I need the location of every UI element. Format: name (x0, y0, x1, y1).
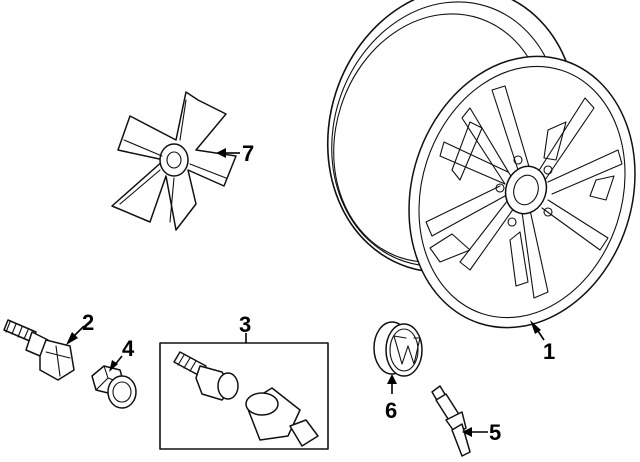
callout-1: 1 (543, 339, 555, 364)
callout-7: 7 (242, 141, 254, 166)
callout-5: 5 (489, 420, 501, 445)
callout-2: 2 (82, 310, 94, 335)
valve-stem-part[interactable] (431, 385, 471, 457)
callout-3: 3 (239, 312, 251, 337)
center-cap-part[interactable] (373, 321, 423, 377)
spoke-cover-part[interactable] (111, 91, 237, 231)
lug-bolt-part[interactable] (3, 319, 75, 381)
callout-4: 4 (122, 336, 135, 361)
wheel-part[interactable] (291, 0, 640, 357)
lock-kit-part[interactable] (159, 342, 329, 450)
bolt-cap-part[interactable] (91, 365, 137, 409)
callout-6: 6 (385, 398, 397, 423)
